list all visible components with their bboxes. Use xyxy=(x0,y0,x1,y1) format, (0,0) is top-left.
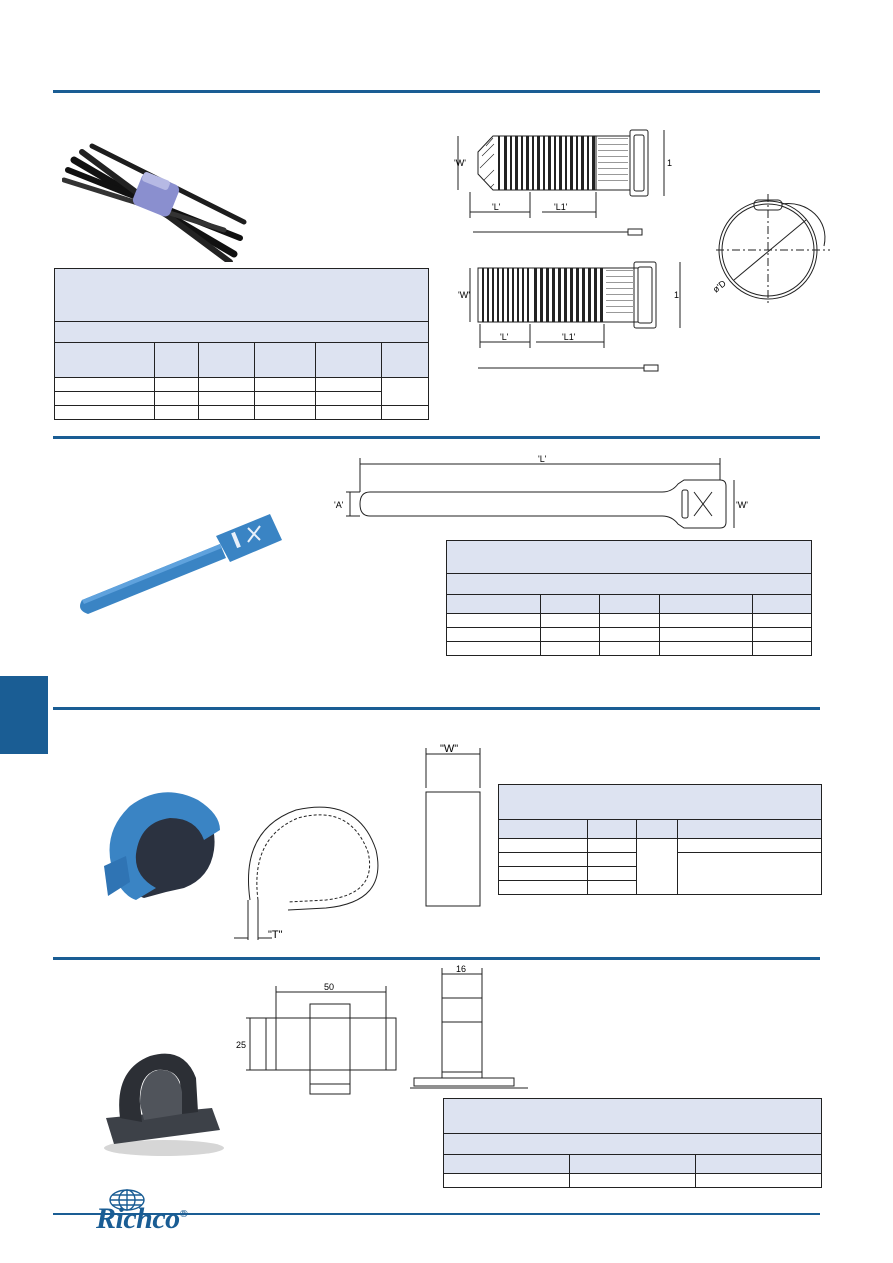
blue-roll-photo xyxy=(104,792,220,900)
section4-spec-table xyxy=(443,1098,822,1188)
dim-w-strap: 'W' xyxy=(736,500,748,510)
dim-t-roll: "T" xyxy=(268,929,283,941)
dim-l1-top: 'L1' xyxy=(554,202,568,212)
clip-front-drawing: 50 25 xyxy=(236,982,397,1095)
brand-name: Richco xyxy=(96,1202,180,1235)
chapter-side-tab xyxy=(0,676,48,754)
clip-side-drawing: 16 xyxy=(410,964,528,1089)
brand-registered: ® xyxy=(179,1208,188,1220)
roll-outline-drawing: "T" xyxy=(234,806,379,941)
dim-25: 25 xyxy=(236,1040,246,1050)
section2-spec-table xyxy=(445,540,813,656)
dim-50: 50 xyxy=(324,982,334,992)
section-divider-2 xyxy=(53,436,820,439)
dim-l-strap: 'L' xyxy=(538,454,547,464)
section-divider-1 xyxy=(53,90,820,93)
dim-16: 16 xyxy=(456,964,466,974)
loop-diagram: ø'D xyxy=(712,194,830,306)
dim-diameter: ø'D xyxy=(712,278,728,295)
cable-bundle-photo xyxy=(62,143,247,262)
footer-rule xyxy=(53,1213,820,1215)
dim-l-top: 'L' xyxy=(492,202,501,212)
section-divider-4 xyxy=(53,957,820,960)
dim-side-bottom: 1 xyxy=(674,290,679,300)
roll-section-drawing: "W" xyxy=(425,743,481,907)
dim-w-roll: "W" xyxy=(440,743,458,755)
dim-w-bottom: 'W' xyxy=(458,290,470,300)
dark-clip-photo xyxy=(104,1053,224,1156)
strap-drawing-top: 'W' 'L' 'L1' 1 xyxy=(454,129,672,236)
section1-spec-table xyxy=(53,268,429,420)
section-divider-3 xyxy=(53,707,820,710)
dim-l-bottom: 'L' xyxy=(500,332,509,342)
blue-strap-photo xyxy=(80,514,282,614)
strap-dimension-drawing: 'L' 'A' 'W' xyxy=(334,454,748,529)
strap-drawing-bottom: 'W' 'L' 'L1' 1 xyxy=(458,261,681,372)
globe-logo-icon xyxy=(109,1189,145,1211)
brand-logo: Richco® xyxy=(96,1202,188,1236)
dim-l1-bottom: 'L1' xyxy=(562,332,576,342)
section3-spec-table xyxy=(498,784,822,895)
dim-w-top: 'W' xyxy=(454,158,466,168)
dim-a-strap: 'A' xyxy=(334,500,344,510)
dim-side-top: 1 xyxy=(667,158,672,168)
